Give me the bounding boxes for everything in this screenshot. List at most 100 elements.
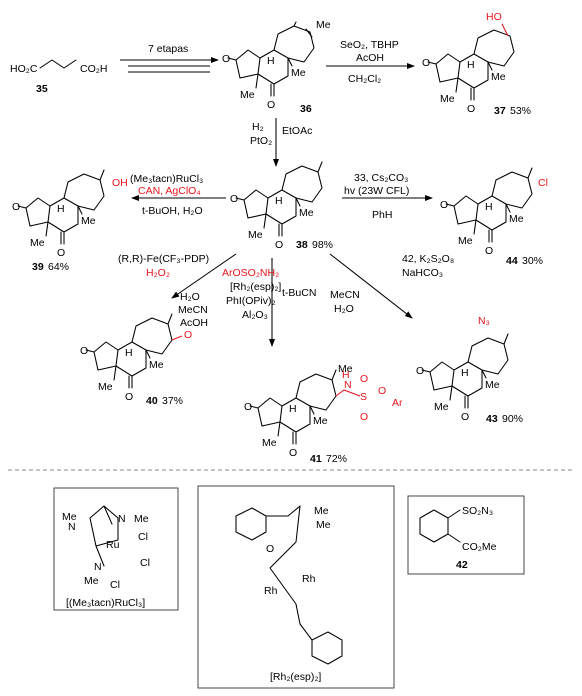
h-label: H xyxy=(125,347,133,359)
methyl-label: Me xyxy=(485,379,500,391)
step-7-condition: Al₂O₃ xyxy=(242,309,268,321)
h-label: H xyxy=(461,367,469,379)
methyl-label: Me xyxy=(149,359,164,371)
co2h-right-label: CO₂H xyxy=(80,63,107,75)
compound-36-number: 36 xyxy=(300,103,312,115)
rh-me-label: Me xyxy=(314,505,329,517)
compound-40: O O H Me Me O 40 37% xyxy=(80,313,192,407)
ru-catalyst-name: [(Me₃tacn)RuCl₃] xyxy=(66,597,145,609)
step-7-condition: PhI(OPiv)₂ xyxy=(226,295,276,307)
rh-me-label: Me xyxy=(316,519,331,531)
methyl-label: Me xyxy=(98,381,113,393)
methyl-label: Me xyxy=(491,71,506,83)
sulfamate-n-label: N xyxy=(344,379,352,391)
ru-cl-label: Cl xyxy=(138,531,148,543)
methyl-label: Me xyxy=(313,415,328,427)
h-label: H xyxy=(57,203,65,215)
methyl-ester-label: CO₂Me xyxy=(462,541,497,553)
ketone-label: O xyxy=(184,329,192,341)
step-5-arrow: 33, Cs₂CO₃ hv (23W CFL) PhH xyxy=(342,172,433,221)
step-7-condition: [Rh₂(esp)₂] xyxy=(230,281,281,293)
step-3-condition: H₂ xyxy=(252,121,264,133)
ketone-o-label: O xyxy=(125,391,133,403)
h-label: H xyxy=(275,195,283,207)
methyl-label: Me xyxy=(30,237,45,249)
ketone-o-label: O xyxy=(244,401,252,413)
h-label: H xyxy=(485,201,493,213)
step-2-condition: AcOH xyxy=(356,52,384,64)
rh-catalyst-name: [Rh₂(esp)₂] xyxy=(270,671,321,683)
step-8-condition: NaHCO₃ xyxy=(402,267,443,279)
step-4-arrow: (Me₃tacn)RuCl₃ CAN, AgClO₄ t-BuOH, H₂O xyxy=(130,173,226,217)
ketone-o-label: O xyxy=(230,193,238,205)
compound-35: HO₂C CO₂H 35 xyxy=(10,59,107,95)
compound-35-number: 35 xyxy=(36,83,48,95)
methyl-label: Me xyxy=(509,213,524,225)
ru-me-label: Me xyxy=(62,511,77,523)
methyl-label: Me xyxy=(262,437,277,449)
compound-43-yield: 90% xyxy=(502,413,523,425)
methyl-label: Me xyxy=(434,401,449,413)
step-3-condition: PtO₂ xyxy=(250,135,272,147)
step-7-arrow: ArOSO₂NH₂ [Rh₂(esp)₂] PhI(OPiv)₂ Al₂O₃ t… xyxy=(222,258,316,347)
step-8-arrow: 42, K₂S₂O₈ NaHCO₃ MeCN H₂O xyxy=(329,253,454,319)
compound-40-number: 40 xyxy=(146,395,158,407)
compound-40-yield: 37% xyxy=(162,395,183,407)
rh-o-label: O xyxy=(266,543,274,555)
compound-44-yield: 30% xyxy=(522,255,543,267)
azide-label: N₃ xyxy=(478,315,490,327)
sulfamate-o-label: O xyxy=(360,411,368,423)
compound-37-number: 37 xyxy=(494,105,506,117)
methyl-label: Me xyxy=(81,215,96,227)
compound-41: Me H N S O O O Ar O H Me Me O 41 72% xyxy=(244,363,403,465)
co2h-left-label: HO₂C xyxy=(10,63,38,75)
compound-37: HO O H Me Me O 37 53% xyxy=(422,11,531,117)
sulfamate-h-label: H xyxy=(342,369,350,381)
step-4-condition: CAN, AgClO₄ xyxy=(138,185,201,197)
compound-39-yield: 64% xyxy=(48,261,69,273)
step-5-condition: hv (23W CFL) xyxy=(344,185,409,197)
ketone-o-label: O xyxy=(467,103,475,115)
sulfamate-s-label: S xyxy=(360,391,367,403)
methyl-label: Me xyxy=(338,363,353,375)
step-6-condition: AcOH xyxy=(180,317,208,329)
sulfamate-ar-label: Ar xyxy=(392,397,403,409)
step-3-arrow: H₂ PtO₂ EtOAc xyxy=(250,118,312,167)
step-8-condition: MeCN xyxy=(330,289,360,301)
h-label: H xyxy=(467,59,475,71)
ketone-o-label: O xyxy=(485,245,493,257)
sulfamate-o-label: O xyxy=(360,373,368,385)
ru-n-label: N xyxy=(68,521,76,533)
methyl-label: Me xyxy=(458,235,473,247)
ketone-o-label: O xyxy=(289,447,297,459)
step-7-condition: t-BuCN xyxy=(282,287,316,299)
ru-atom-label: Ru xyxy=(106,539,120,551)
hydroxy-label: OH xyxy=(112,177,128,189)
h-label: H xyxy=(267,55,275,67)
compound-39: OH O H Me Me O 39 64% xyxy=(12,169,128,273)
rh-atom-label: Rh xyxy=(302,573,316,585)
compound-41-number: 41 xyxy=(310,453,322,465)
reagent-42-number: 42 xyxy=(456,559,468,571)
methyl-label: Me xyxy=(291,67,306,79)
h-label: H xyxy=(289,403,297,415)
compound-44: Cl O H Me Me O 44 30% xyxy=(440,167,548,267)
ketone-o-label: O xyxy=(12,201,20,213)
chloro-label: Cl xyxy=(538,177,548,189)
step-3-condition: EtOAc xyxy=(282,125,312,137)
ru-me-label: Me xyxy=(134,513,149,525)
ketone-o-label: O xyxy=(416,365,424,377)
ketone-o-label: O xyxy=(57,247,65,259)
ketone-o-label: O xyxy=(267,99,275,111)
catalyst-rh-box: Me Me Rh Rh O [Rh₂(esp)₂] xyxy=(197,485,395,689)
step-6-condition: (R,R)-Fe(CF₃-PDP) xyxy=(118,253,209,265)
ru-n-label: N xyxy=(94,561,102,573)
step-2-condition: SeO₂, TBHP xyxy=(340,39,399,51)
compound-37-yield: 53% xyxy=(510,105,531,117)
hydroxy-label: HO xyxy=(486,11,502,23)
step-2-condition: CH₂Cl₂ xyxy=(348,73,381,85)
ketone-o-label: O xyxy=(222,53,230,65)
step-5-condition: PhH xyxy=(372,209,392,221)
step-6-arrow: (R,R)-Fe(CF₃-PDP) H₂O₂ H₂O MeCN AcOH xyxy=(118,253,237,329)
